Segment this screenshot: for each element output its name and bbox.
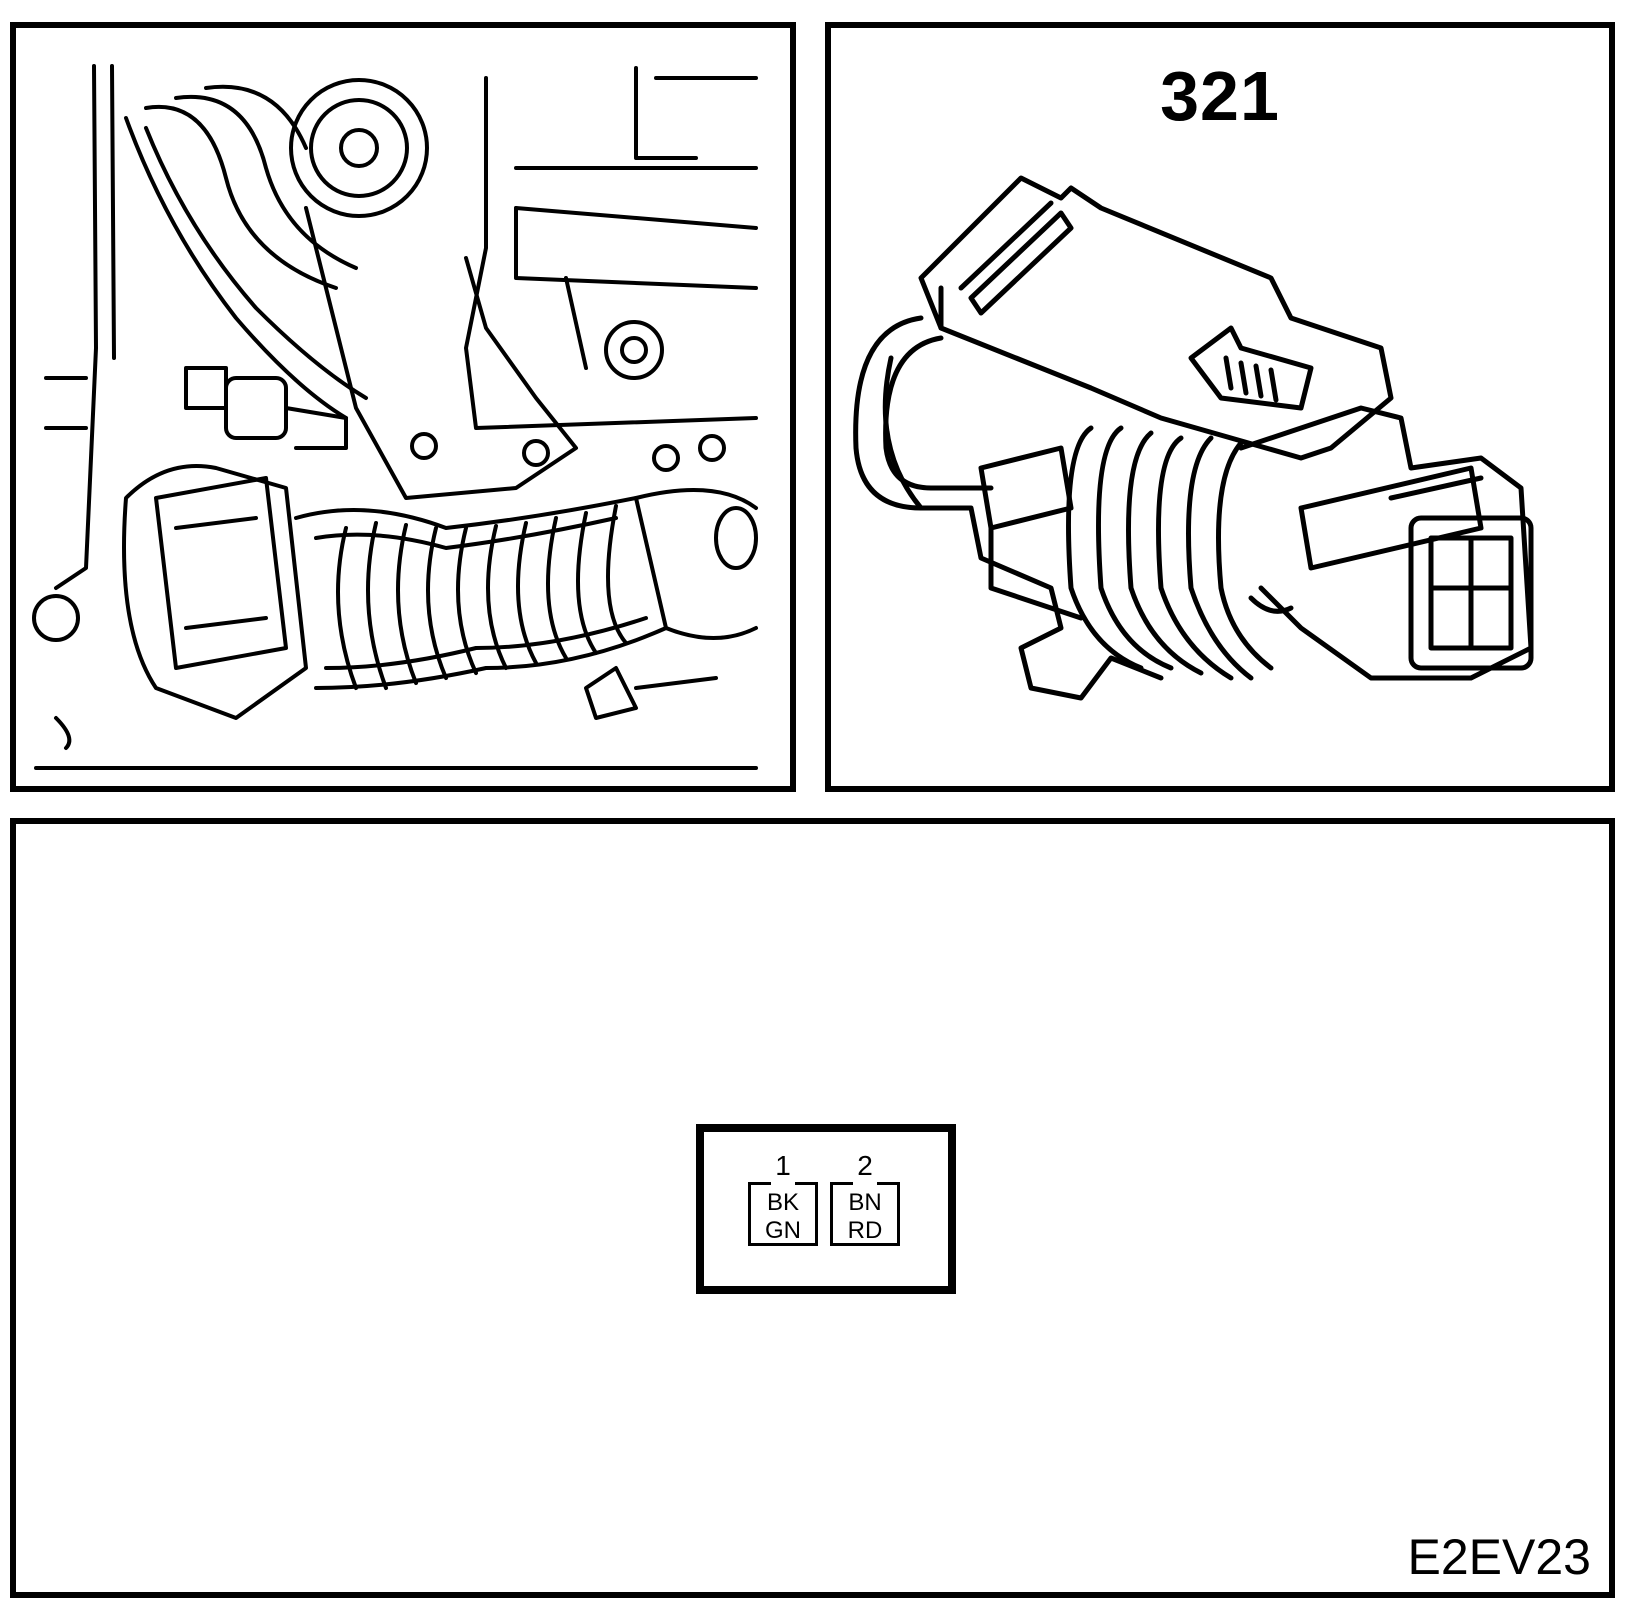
connector-number: 321 <box>1160 57 1280 135</box>
pin-number: 2 <box>857 1150 873 1181</box>
wire-color-primary: BN <box>848 1189 882 1216</box>
pin-wire-color: BK GN <box>748 1182 818 1246</box>
pin-1: 1 BK GN <box>748 1152 818 1246</box>
connector-pinout-box: 1 BK GN 2 BN RD <box>696 1124 956 1294</box>
engine-location-panel <box>10 22 796 792</box>
drawing-code: E2EV23 <box>1407 1529 1591 1585</box>
engine-compartment-illustration <box>32 64 758 770</box>
pinout-panel: 1 BK GN 2 BN RD E2EV23 <box>10 818 1615 1598</box>
pin-wire-color: BN RD <box>830 1182 900 1246</box>
pin-2: 2 BN RD <box>830 1152 900 1246</box>
wire-color-secondary: RD <box>847 1217 883 1244</box>
wire-color-secondary: GN <box>765 1217 801 1244</box>
wire-color-primary: BK <box>766 1189 799 1216</box>
connector-illustration <box>853 175 1534 701</box>
connector-view-panel: 321 <box>825 22 1615 792</box>
pin-number: 1 <box>775 1150 791 1181</box>
